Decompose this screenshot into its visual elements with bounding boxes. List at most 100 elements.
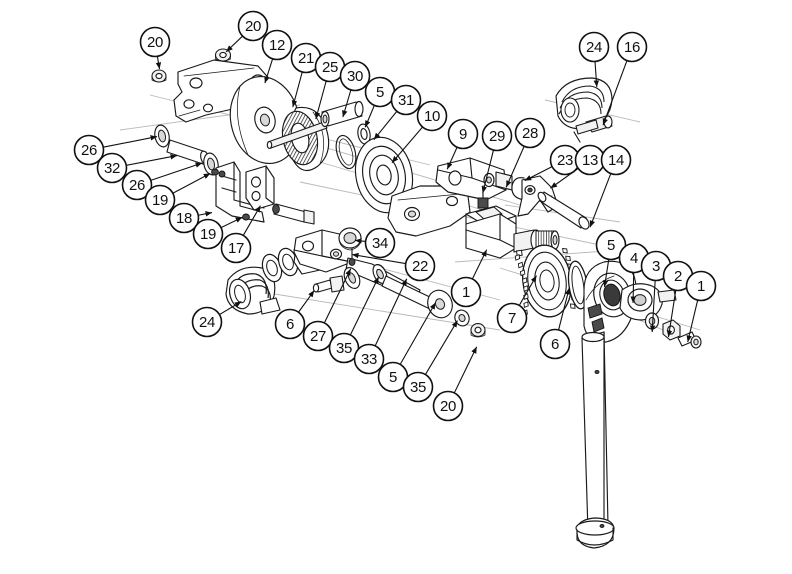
callout-leader-26: [103, 135, 158, 148]
balloon-number: 25: [322, 59, 338, 76]
part-column-tube-11: [575, 331, 615, 549]
part-pinrod-16: [573, 119, 599, 143]
callout-balloon-33[interactable]: 33: [353, 343, 385, 375]
callout-balloon-16[interactable]: 16: [616, 31, 648, 63]
balloon-number: 24: [199, 314, 215, 331]
part-screw-27: [312, 275, 345, 293]
callout-leader-34: [354, 238, 366, 244]
balloon-number: 6: [286, 316, 294, 333]
callout-leader-4: [630, 272, 636, 304]
part-sleeve-30: [320, 100, 364, 128]
balloon-number: 23: [557, 152, 573, 169]
callout-balloon-25[interactable]: 25: [314, 51, 346, 83]
balloon-number: 16: [624, 39, 640, 56]
balloon-outline: [220, 232, 252, 264]
callout-balloon-34[interactable]: 34: [364, 227, 396, 259]
callout-balloon-35[interactable]: 35: [402, 371, 434, 403]
part-nut-20b: [214, 48, 232, 62]
callout-balloon-24[interactable]: 24: [578, 31, 610, 63]
callout-balloon-24[interactable]: 24: [191, 306, 223, 338]
callout-balloon-23[interactable]: 23: [549, 144, 581, 176]
callout-leader-6: [558, 287, 571, 331]
callout-leader-18: [198, 211, 213, 217]
callout-balloon-9[interactable]: 9: [447, 118, 479, 150]
callout-leader-28: [505, 146, 525, 188]
callout-balloon-1[interactable]: 1: [685, 270, 717, 302]
callout-leader-17: [242, 205, 261, 236]
callout-leader-2: [666, 290, 677, 338]
callout-balloon-20[interactable]: 20: [432, 390, 464, 422]
balloon-number: 5: [376, 84, 384, 101]
callout-balloon-22[interactable]: 22: [404, 250, 436, 282]
balloon-number: 7: [508, 310, 516, 327]
balloon-number: 20: [245, 18, 261, 35]
balloon-number: 10: [424, 108, 440, 125]
balloon-number: 31: [398, 92, 414, 109]
balloon-outline: [390, 84, 422, 116]
part-spacer-35b: [454, 309, 470, 327]
part-bolt-17: [272, 203, 315, 225]
callout-leader-30: [342, 89, 352, 118]
callout-leader-22: [351, 252, 406, 265]
callout-balloon-20[interactable]: 20: [139, 26, 171, 58]
part-oring-31: [335, 134, 357, 170]
callout-balloon-30[interactable]: 30: [339, 60, 371, 92]
balloon-outline: [404, 250, 436, 282]
balloon-number: 30: [347, 68, 363, 85]
balloon-outline: [432, 390, 464, 422]
callout-leader-20: [453, 346, 478, 394]
callout-balloon-21[interactable]: 21: [290, 42, 322, 74]
callout-balloon-5[interactable]: 5: [364, 76, 396, 108]
callout-balloon-6[interactable]: 6: [539, 328, 571, 360]
callout-leader-31: [373, 110, 398, 141]
callout-leader-32: [126, 154, 178, 166]
callout-balloon-26[interactable]: 26: [73, 134, 105, 166]
balloon-outline: [353, 343, 385, 375]
callout-balloon-6[interactable]: 6: [274, 308, 306, 340]
part-nut-20a: [151, 69, 167, 83]
balloon-outline: [402, 371, 434, 403]
callout-leader-26: [150, 162, 203, 181]
balloon-outline: [539, 328, 571, 360]
callout-leader-21: [291, 71, 303, 108]
callout-leader-27: [323, 268, 352, 324]
balloon-number: 33: [361, 351, 377, 368]
balloon-number: 14: [608, 152, 624, 169]
balloon-outline: [514, 117, 546, 149]
callout-leader-24: [593, 61, 600, 88]
callout-balloon-14[interactable]: 14: [600, 144, 632, 176]
part-collar-34: [338, 227, 362, 251]
callout-balloon-29[interactable]: 29: [481, 120, 513, 152]
callout-balloon-10[interactable]: 10: [416, 100, 448, 132]
callout-balloon-28[interactable]: 28: [514, 117, 546, 149]
callout-balloon-18[interactable]: 18: [168, 202, 200, 234]
part-shaft-1a: [465, 213, 560, 259]
balloon-outline: [416, 100, 448, 132]
callout-balloon-7[interactable]: 7: [496, 302, 528, 334]
callout-balloon-1[interactable]: 1: [450, 276, 482, 308]
callout-balloon-32[interactable]: 32: [96, 152, 128, 184]
callout-balloon-31[interactable]: 31: [390, 84, 422, 116]
part-ubracket-18: [215, 161, 275, 223]
callout-balloon-13[interactable]: 13: [574, 144, 606, 176]
callout-leader-20: [225, 35, 243, 53]
callout-balloon-20[interactable]: 20: [237, 10, 269, 42]
balloon-number: 19: [200, 226, 216, 243]
balloon-number: 3: [652, 258, 660, 275]
callout-balloon-17[interactable]: 17: [220, 232, 252, 264]
part-gear-7: [514, 244, 577, 318]
part-camlever-4: [619, 283, 677, 321]
part-fastener-19a: [211, 168, 219, 176]
balloon-number: 22: [412, 258, 428, 275]
callout-balloon-12[interactable]: 12: [261, 29, 293, 61]
callout-balloon-35[interactable]: 35: [328, 332, 360, 364]
balloon-outline: [447, 118, 479, 150]
balloon-outline: [121, 169, 153, 201]
balloon-number: 21: [298, 50, 314, 67]
callout-balloon-27[interactable]: 27: [302, 320, 334, 352]
callout-balloon-26[interactable]: 26: [121, 169, 153, 201]
callout-balloon-19[interactable]: 19: [192, 218, 224, 250]
callout-balloon-5[interactable]: 5: [595, 229, 627, 261]
callout-balloon-19[interactable]: 19: [144, 184, 176, 216]
balloon-outline: [339, 60, 371, 92]
